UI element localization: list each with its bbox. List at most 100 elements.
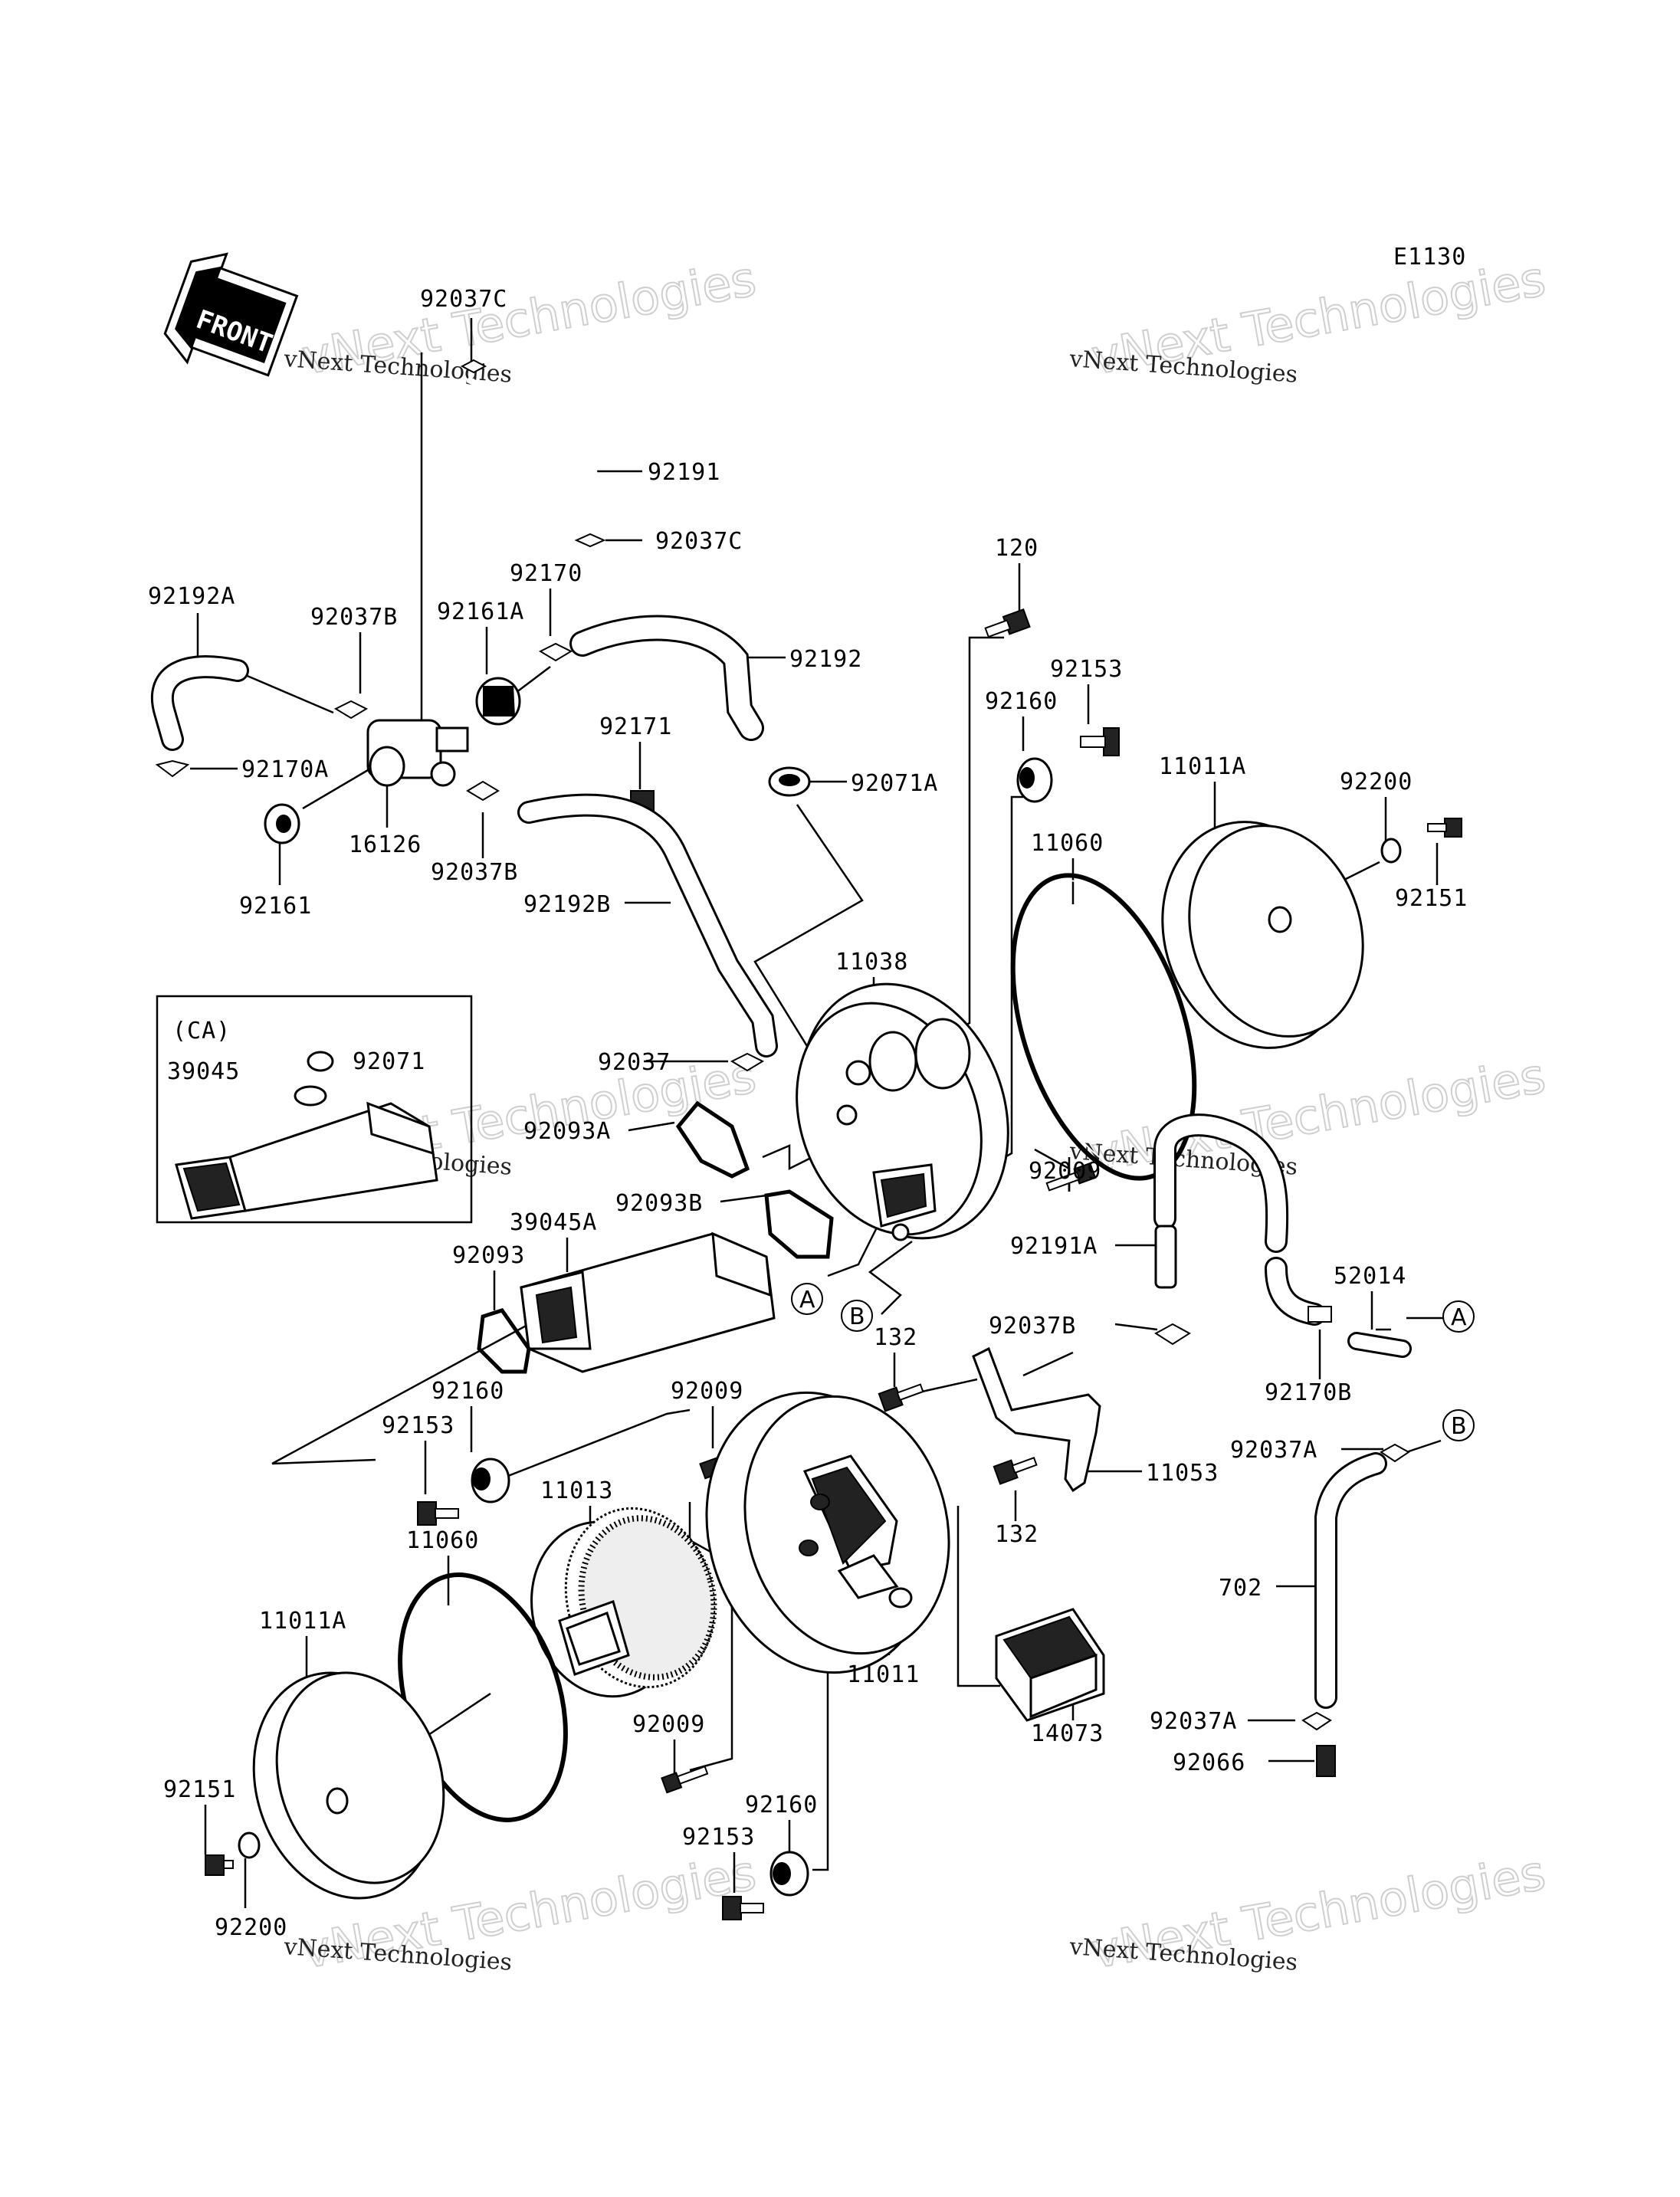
gasket-11060-top: [1010, 873, 1197, 1181]
gasket-92093: [477, 1308, 531, 1374]
part-labels: 92037C 92191 92037C 120 92192A 92037B 92…: [148, 286, 1468, 1941]
valve-16126: [366, 719, 469, 787]
part-label: 11011: [847, 1661, 920, 1688]
ref-b-label: B: [849, 1303, 865, 1330]
clip-92037b-top: [333, 700, 369, 720]
breather-14073: [995, 1608, 1105, 1722]
part-label: 92037: [598, 1049, 671, 1076]
part-label: 120: [995, 535, 1039, 562]
diagram-code: E1130: [1393, 244, 1466, 271]
part-label: 92200: [1340, 769, 1413, 795]
ref-circle-a: [791, 1283, 823, 1315]
part-label: 92171: [599, 713, 672, 740]
clip-92037b-mid: [466, 780, 500, 802]
clip-92037b-right: [1154, 1323, 1191, 1346]
inset-ca-label: (CA): [172, 1018, 231, 1044]
cap-92161: [264, 803, 300, 844]
part-label: 92170B: [1265, 1379, 1352, 1406]
part-label: 11011A: [259, 1608, 346, 1635]
bolt-92009-bot: [661, 1765, 709, 1794]
spacer-92160-bot: [769, 1851, 809, 1897]
part-label: 92160: [431, 1378, 504, 1405]
washer-92200-top: [1380, 838, 1402, 864]
housing-11011: [705, 1391, 950, 1674]
bolt-92009-right: [1045, 1162, 1097, 1192]
gasket-92093b: [764, 1189, 834, 1259]
ref-circle-a: [1442, 1300, 1475, 1333]
part-label: 132: [995, 1521, 1039, 1548]
part-label: 92153: [682, 1824, 755, 1851]
cover-11011a-top: [1161, 821, 1364, 1049]
part-label: 92192A: [148, 583, 235, 610]
ref-b-label: B: [1451, 1413, 1467, 1440]
bolt-132-bot: [993, 1457, 1038, 1485]
grommet-92071a: [768, 766, 811, 797]
part-label: 52014: [1334, 1263, 1406, 1290]
filter-11013: [530, 1507, 717, 1698]
part-label: 11011A: [1159, 753, 1246, 780]
part-label: 92153: [382, 1412, 454, 1439]
part-label: 92160: [745, 1792, 818, 1818]
part-label: 11060: [1031, 830, 1104, 857]
parts-drawings: (CA): [150, 359, 1462, 1920]
part-label: 92037B: [989, 1313, 1076, 1340]
bolt-92153-mid: [417, 1501, 459, 1526]
part-label: 702: [1219, 1575, 1262, 1602]
clip-92037a-top: [1380, 1443, 1410, 1463]
clip-92037c-top: [460, 359, 487, 374]
bracket-11053: [972, 1346, 1101, 1493]
clip-92170: [538, 642, 573, 662]
ref-a-label: A: [1451, 1304, 1467, 1331]
ref-markers: A B A B: [791, 1283, 1475, 1441]
part-label: 92009: [632, 1711, 705, 1738]
part-label: 92037A: [1150, 1708, 1237, 1735]
part-label: 39045A: [510, 1209, 597, 1236]
bolt-92151-top: [1427, 818, 1462, 838]
spacer-92160-top: [1016, 757, 1053, 803]
bolt-92153-bot: [722, 1896, 764, 1920]
washer-92200-bot: [238, 1831, 261, 1859]
clip-92037: [730, 1052, 765, 1072]
part-label: 92037B: [431, 859, 518, 886]
part-label: 11038: [835, 949, 908, 976]
clip-92170a: [155, 759, 190, 778]
part-label: 132: [874, 1324, 917, 1351]
part-label: 16126: [349, 831, 422, 858]
bolt-120: [984, 608, 1031, 638]
clip-92037c-mid: [574, 533, 606, 548]
part-label: 92093: [452, 1242, 525, 1269]
ref-circle-b: [841, 1300, 873, 1332]
clip-92170b: [1308, 1306, 1332, 1323]
clip-92037a-bot: [1301, 1711, 1332, 1731]
spacer-92160-mid: [471, 1458, 510, 1503]
part-label: 92071: [353, 1048, 425, 1075]
hose-92191: [467, 378, 598, 522]
bolt-92153-top: [1080, 727, 1120, 756]
part-label: 92071A: [851, 770, 938, 797]
part-label: 92192B: [523, 891, 611, 918]
part-label: 92160: [985, 688, 1058, 715]
part-label: 92153: [1050, 656, 1123, 683]
inset-ca: (CA): [156, 995, 473, 1224]
part-label: 92037B: [310, 604, 398, 631]
part-label: 92009: [1029, 1158, 1101, 1185]
part-label: 92170A: [241, 756, 329, 783]
part-label: 92170: [510, 560, 582, 587]
bolt-132-top: [878, 1383, 924, 1412]
cover-11011a-bot: [252, 1671, 445, 1900]
ref-circle-b: [1442, 1409, 1475, 1441]
plug-92066: [1316, 1745, 1336, 1777]
part-label: 92151: [1395, 885, 1468, 912]
part-label: 92200: [215, 1914, 287, 1941]
cap-92161a: [475, 677, 521, 726]
part-label: 92191: [648, 459, 720, 486]
part-label: 92191A: [1010, 1233, 1098, 1260]
part-label: 92037C: [420, 286, 507, 313]
gasket-92093a: [675, 1100, 750, 1179]
backplate-11038: [796, 982, 1009, 1241]
part-label: 11053: [1146, 1460, 1219, 1487]
part-label: 11013: [540, 1477, 613, 1504]
part-label: 92161A: [437, 598, 524, 625]
part-label: 92037C: [655, 528, 743, 555]
